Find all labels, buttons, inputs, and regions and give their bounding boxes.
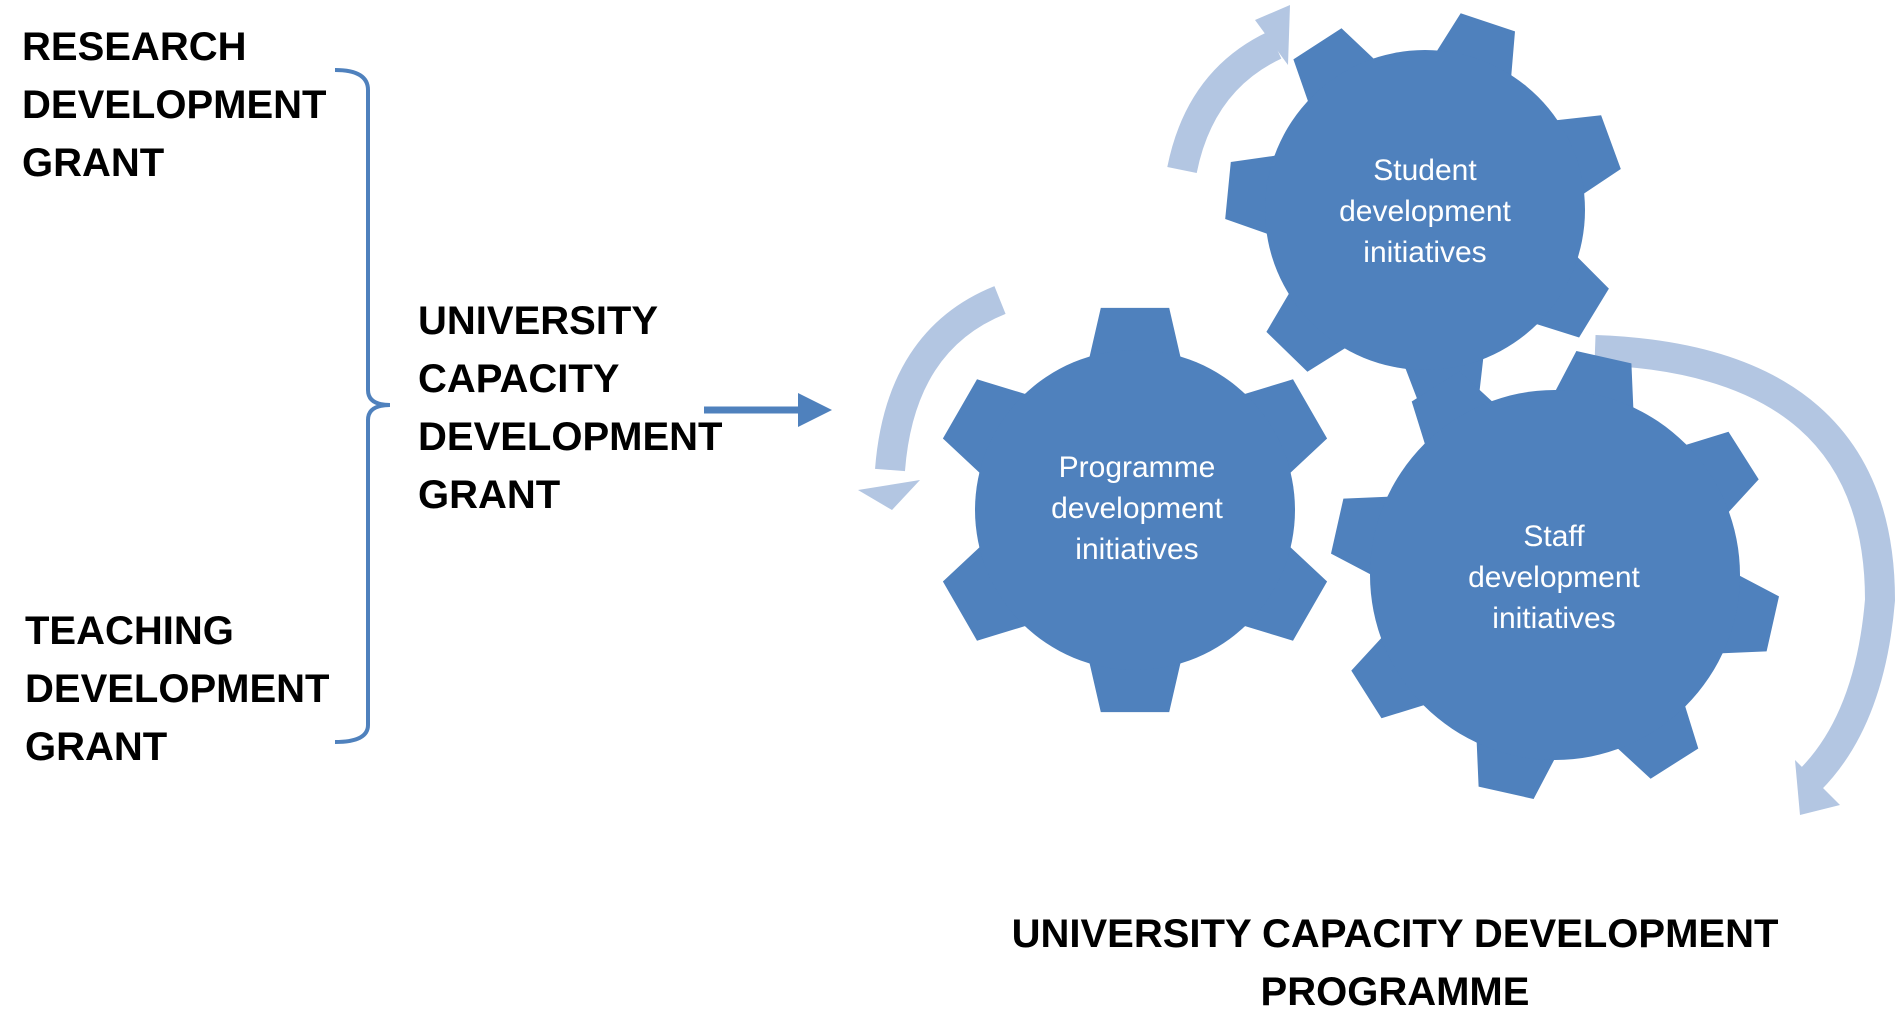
label-line: GRANT [418,473,561,517]
gear-body [1370,390,1740,760]
programme-title: UNIVERSITY CAPACITY DEVELOPMENT PROGRAMM… [960,905,1830,1021]
gear-label-line: initiatives [1075,533,1199,566]
gear-body [975,350,1295,670]
programme-title-line: PROGRAMME [1260,970,1530,1014]
label-line: DEVELOPMENT [22,83,327,127]
gear-label-line: development [1051,492,1223,525]
gear-label-line: development [1468,561,1640,594]
gear-student [1225,13,1621,410]
cycle-arrow-right [1594,335,1895,815]
label-line: CAPACITY [418,357,620,401]
gear-label-line: Student [1373,154,1477,187]
label-line: GRANT [25,725,168,769]
cycle-arrow-top [1167,5,1290,174]
gear-student-label: Student development initiatives [1295,150,1555,273]
grouping-bracket [334,68,391,744]
gear-label-line: Programme [1058,451,1216,484]
gear-programme [942,307,1328,713]
gear-label-line: initiatives [1363,236,1487,269]
gear-programme-label: Programme development initiatives [1007,447,1267,570]
gear-label-line: Staff [1523,520,1585,553]
gear-body [1265,50,1585,370]
programme-title-line: UNIVERSITY CAPACITY DEVELOPMENT [1011,912,1779,956]
gear-label-line: initiatives [1492,602,1616,635]
label-line: UNIVERSITY [418,299,659,343]
teaching-development-grant-label: TEACHING DEVELOPMENT GRANT [25,602,345,776]
research-development-grant-label: RESEARCH DEVELOPMENT GRANT [22,18,342,192]
cycle-arrow-left [858,286,1006,510]
gear-label-line: development [1339,195,1511,228]
label-line: DEVELOPMENT [25,667,330,711]
label-line: DEVELOPMENT [418,415,723,459]
label-line: GRANT [22,141,165,185]
gear-staff [1331,351,1779,799]
label-line: TEACHING [25,609,234,653]
flow-arrow [704,393,832,427]
label-line: RESEARCH [22,25,247,69]
university-capacity-development-grant-label: UNIVERSITY CAPACITY DEVELOPMENT GRANT [418,292,738,524]
gear-staff-label: Staff development initiatives [1424,516,1684,639]
